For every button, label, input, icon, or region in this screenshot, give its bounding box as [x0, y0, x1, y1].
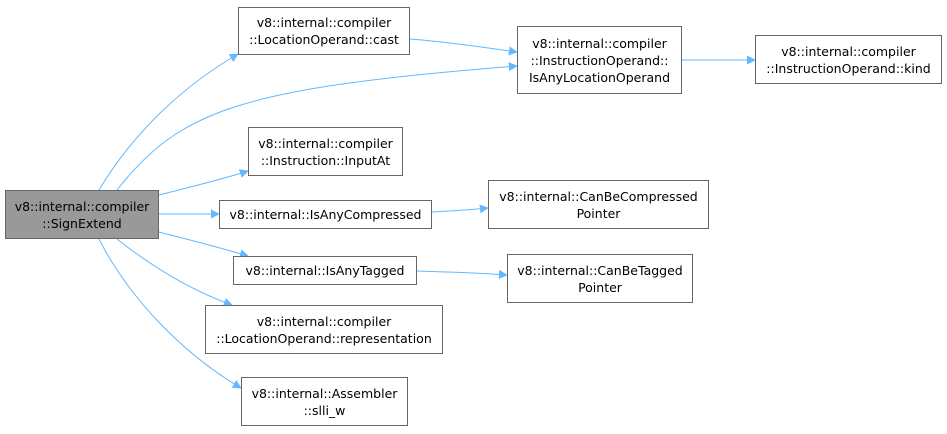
node-label: v8::internal::compiler — [781, 43, 916, 59]
node-label: v8::internal::IsAnyCompressed — [229, 207, 422, 222]
node-is-any-tagged[interactable]: v8::internal::IsAnyTagged — [233, 256, 417, 285]
edge-sign-extend-to-instruction-input-at — [158, 169, 249, 196]
node-label: ::InstructionOperand:: — [530, 52, 669, 68]
node-label: v8::internal::compiler — [14, 198, 150, 214]
node-instruction-operand-kind[interactable]: v8::internal::compiler ::InstructionOper… — [755, 35, 942, 84]
node-label: ::slli_w — [303, 402, 346, 418]
node-label: v8::internal::IsAnyTagged — [245, 263, 405, 278]
node-is-any-compressed[interactable]: v8::internal::IsAnyCompressed — [219, 200, 432, 229]
edge-sign-extend-to-is-any-tagged — [158, 231, 249, 258]
node-label: v8::internal::CanBeCompressed — [499, 188, 698, 204]
edge-is-any-tagged-to-can-be-tagged-pointer — [416, 269, 508, 279]
node-label: Pointer — [578, 279, 622, 295]
edge-location-operand-cast-to-is-any-location-operand — [409, 38, 518, 56]
node-label: v8::internal::compiler — [258, 135, 393, 151]
node-label: v8::internal::Assembler — [251, 385, 398, 401]
node-label: ::SignExtend — [42, 215, 122, 231]
edge-sign-extend-to-location-operand-cast — [98, 53, 239, 191]
edge-sign-extend-to-assembler-slli-w — [98, 238, 242, 389]
node-label: v8::internal::compiler — [256, 15, 392, 30]
node-instruction-input-at[interactable]: v8::internal::compiler ::Instruction::In… — [248, 127, 403, 176]
node-assembler-slli-w[interactable]: v8::internal::Assembler ::slli_w — [241, 377, 408, 426]
node-label: ::LocationOperand::cast — [249, 32, 399, 47]
node-label: IsAnyLocationOperand — [528, 69, 671, 85]
node-label: ::InstructionOperand::kind — [766, 60, 931, 76]
node-is-any-location-operand[interactable]: v8::internal::compiler ::InstructionOper… — [517, 26, 682, 94]
node-location-operand-cast[interactable]: v8::internal::compiler ::LocationOperand… — [238, 7, 410, 55]
edge-sign-extend-to-is-any-location-operand — [116, 62, 518, 191]
node-label: v8::internal::CanBeTagged — [517, 262, 683, 278]
edge-is-any-compressed-to-can-be-compressed-pointer — [431, 204, 489, 214]
edge-sign-extend-to-location-operand-representation — [116, 238, 233, 307]
node-label: ::LocationOperand::representation — [216, 330, 432, 346]
node-location-operand-representation[interactable]: v8::internal::compiler ::LocationOperand… — [205, 305, 443, 354]
node-can-be-compressed-pointer[interactable]: v8::internal::CanBeCompressed Pointer — [488, 180, 709, 229]
node-label: ::Instruction::InputAt — [260, 152, 391, 168]
node-label: v8::internal::compiler — [532, 35, 667, 51]
node-sign-extend: v8::internal::compiler ::SignExtend — [5, 190, 159, 239]
node-label: v8::internal::compiler — [256, 313, 392, 329]
node-label: Pointer — [576, 205, 621, 221]
node-can-be-tagged-pointer[interactable]: v8::internal::CanBeTagged Pointer — [507, 254, 693, 303]
